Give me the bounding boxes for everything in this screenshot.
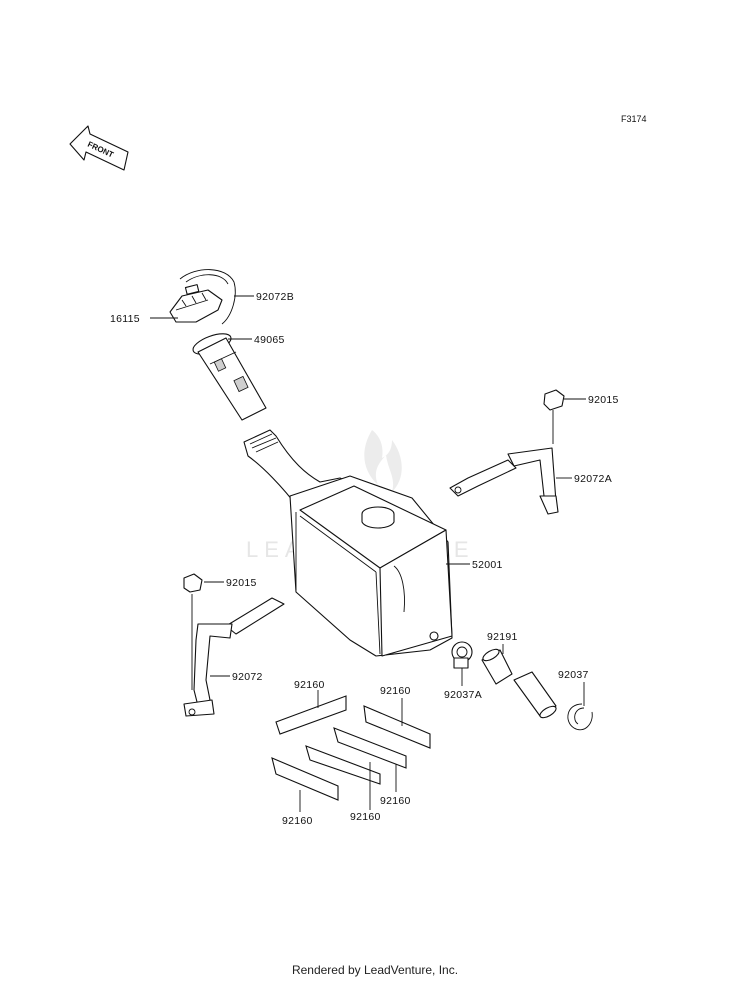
label-92072A: 92072A	[574, 473, 612, 485]
pads-92160	[271, 695, 431, 801]
footer-credit: Rendered by LeadVenture, Inc.	[291, 963, 459, 977]
front-arrow-icon: FRONT	[69, 125, 129, 171]
label-92160-a: 92160	[294, 679, 325, 691]
label-92160-d: 92160	[282, 815, 313, 827]
bracket-92072	[183, 573, 285, 717]
label-49065: 49065	[254, 334, 285, 346]
fuel-tank	[243, 429, 453, 657]
label-92191: 92191	[487, 631, 518, 643]
label-92072: 92072	[232, 671, 263, 683]
label-92160-c: 92160	[380, 795, 411, 807]
label-92015-left: 92015	[226, 577, 257, 589]
label-92072B: 92072B	[256, 291, 294, 303]
label-52001: 52001	[472, 559, 503, 571]
hose	[481, 648, 557, 719]
fuel-cap	[169, 284, 223, 323]
clamp-92037	[567, 703, 593, 731]
label-92015-right: 92015	[588, 394, 619, 406]
figure-code: F3174	[621, 114, 647, 124]
label-16115: 16115	[110, 313, 140, 325]
bracket-92072A	[449, 389, 565, 515]
leader-lines	[150, 295, 586, 812]
label-92037: 92037	[558, 669, 589, 681]
filler-neck	[192, 333, 267, 421]
label-92037A: 92037A	[444, 689, 482, 701]
seal-band-92072B	[179, 269, 236, 325]
clamp-92037A	[451, 641, 473, 669]
label-92160-b: 92160	[380, 685, 411, 697]
label-92160-e: 92160	[350, 811, 381, 823]
